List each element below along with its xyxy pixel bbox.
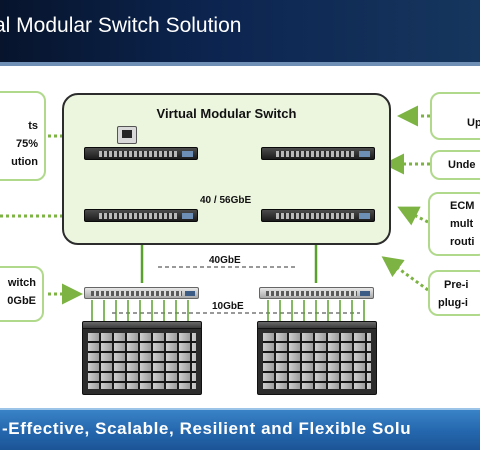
link-speed-label: 40 / 56GbE xyxy=(200,195,252,206)
tagline-bar: -Effective, Scalable, Resilient and Flex… xyxy=(0,408,480,450)
tor-uplink-speed-label: 40GbE xyxy=(209,255,241,266)
tor-switch-left xyxy=(84,287,199,299)
callout-left-bottom-line2: 0GbE xyxy=(7,295,36,307)
callout-left-top: ts 75% ution xyxy=(0,91,46,181)
server-rack-left xyxy=(82,321,202,395)
callout-right-4: Pre-i plug-i xyxy=(428,270,480,316)
callout-right-2-text: Unde xyxy=(448,159,476,171)
callout-left-bottom: witch 0GbE xyxy=(0,266,44,322)
callout-right-4-line1: Pre-i xyxy=(444,279,469,291)
tor-uplinks xyxy=(140,244,318,283)
callout-right-3-line2: mult xyxy=(450,218,474,230)
spine-switch-left xyxy=(84,147,198,160)
callout-right-3-line1: ECM xyxy=(450,200,475,212)
slide-title: al Modular Switch Solution xyxy=(0,14,242,37)
server-speed-label: 10GbE xyxy=(212,301,244,312)
callout-left-top-line1: ts xyxy=(28,120,38,132)
callout-left-top-line3: ution xyxy=(11,156,38,168)
tor-switch-right xyxy=(259,287,374,299)
title-stripe xyxy=(0,62,480,66)
callout-left-bottom-line1: witch xyxy=(7,277,36,289)
callout-right-4-line2: plug-i xyxy=(438,297,468,309)
arrow-right-3 xyxy=(397,206,429,226)
title-bar: al Modular Switch Solution xyxy=(0,0,480,62)
callout-right-3-line3: routi xyxy=(450,236,475,248)
speed-markers xyxy=(112,266,360,314)
callout-right-1-text: Up xyxy=(467,117,480,129)
vms-title: Virtual Modular Switch xyxy=(156,106,297,121)
arrow-right-4 xyxy=(381,256,429,292)
server-rack-right xyxy=(257,321,377,395)
callout-left-top-line2: 75% xyxy=(15,138,38,150)
management-console-icon xyxy=(117,126,137,144)
callout-right-2: Unde xyxy=(430,150,480,180)
tagline-text: -Effective, Scalable, Resilient and Flex… xyxy=(2,419,412,438)
leaf-switch-right xyxy=(261,209,375,222)
leaf-switch-left xyxy=(84,209,198,222)
callout-right-1: Up xyxy=(430,92,480,140)
callout-right-3: ECM mult routi xyxy=(428,192,480,256)
spine-switch-right xyxy=(261,147,375,160)
